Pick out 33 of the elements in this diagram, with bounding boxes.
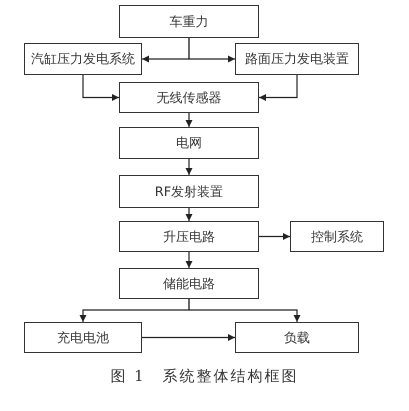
arrow [259,233,290,240]
process-box [119,5,259,38]
box-label: RF发射装置 [154,184,224,200]
process-box [290,221,384,252]
process-box [119,175,259,208]
box-label: 控制系统 [311,228,363,246]
process-box [119,127,259,159]
process-box [24,322,142,353]
box-label: 储能电路 [163,276,215,292]
figure-caption: 图 1 系统整体结构框图 [110,367,299,385]
process-box [119,268,259,299]
arrow [188,38,235,62]
box-label: 负载 [284,330,310,346]
process-box [119,221,259,252]
arrow [186,113,192,127]
box-label: 汽缸压力发电系统 [31,51,135,68]
box-label: 路面压力发电装置 [245,51,349,68]
arrow [82,75,119,101]
arrow [142,334,235,341]
box-label: 车重力 [170,14,208,30]
box-label: 充电电池 [57,330,109,346]
arrow [259,75,298,101]
process-box [24,43,142,75]
box-label: 升压电路 [163,228,215,246]
arrow [188,299,300,322]
process-box [235,43,359,75]
box-label: 电网 [176,135,202,152]
box-label: 无线传感器 [156,90,222,106]
process-box [235,322,359,353]
arrow [186,159,192,175]
arrow [186,252,192,268]
process-box [119,82,259,113]
arrow [186,208,192,221]
